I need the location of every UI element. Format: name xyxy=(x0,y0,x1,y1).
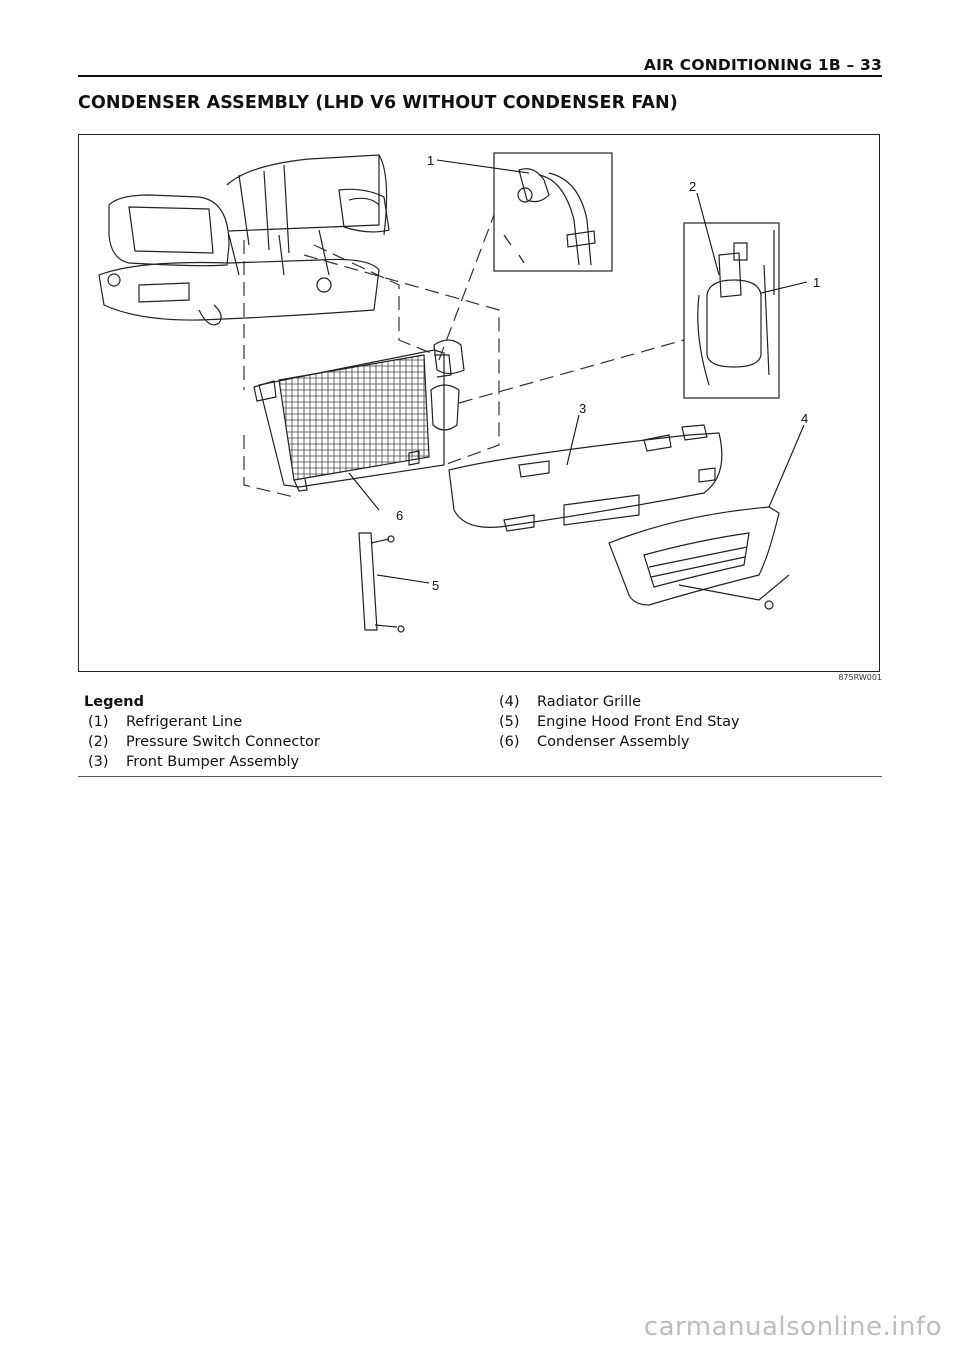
header-divider xyxy=(78,75,882,77)
bolt-drawing xyxy=(764,600,774,610)
receiver-drier-drawing xyxy=(430,339,465,431)
legend-item-label: Radiator Grille xyxy=(537,694,642,710)
legend-item-label: Front Bumper Assembly xyxy=(126,754,300,770)
legend-left-column: Legend (1) Refrigerant Line (2) Pressure… xyxy=(84,692,320,772)
legend-item-number: (2) xyxy=(88,734,109,750)
legend-item: (6) Condenser Assembly xyxy=(499,732,740,752)
front-bumper-drawing xyxy=(448,424,723,532)
callout-3: 3 xyxy=(579,401,586,416)
legend-item: (5) Engine Hood Front End Stay xyxy=(499,712,740,732)
detail-inset-pressure-switch xyxy=(683,222,780,399)
legend-item-label: Refrigerant Line xyxy=(126,714,243,730)
section-title: CONDENSER ASSEMBLY (LHD V6 WITHOUT CONDE… xyxy=(78,93,678,113)
legend-item: (3) Front Bumper Assembly xyxy=(84,752,320,772)
legend-item-label: Engine Hood Front End Stay xyxy=(537,714,740,730)
legend-item: (4) Radiator Grille xyxy=(499,692,740,712)
watermark: carmanualsonline.info xyxy=(643,1312,942,1342)
legend-item-number: (6) xyxy=(499,734,520,750)
condenser-assembly-illustration: 1 2 1 3 4 6 5 xyxy=(98,152,820,633)
hood-stay-drawing xyxy=(358,532,405,633)
legend-heading: Legend xyxy=(84,694,144,710)
legend-item-number: (1) xyxy=(88,714,109,730)
callout-2: 2 xyxy=(689,179,696,194)
figure-code: 875RW001 xyxy=(838,673,882,682)
callout-6: 6 xyxy=(396,508,403,523)
radiator-grille-drawing xyxy=(608,506,790,606)
legend-item-label: Condenser Assembly xyxy=(537,734,690,750)
callout-1-right: 1 xyxy=(813,275,820,290)
callout-5: 5 xyxy=(432,578,439,593)
legend-item-number: (5) xyxy=(499,714,520,730)
page-header-title: AIR CONDITIONING 1B – 33 xyxy=(643,56,882,74)
callout-4: 4 xyxy=(801,411,808,426)
legend-item-number: (4) xyxy=(499,694,520,710)
condenser-drawing xyxy=(253,349,452,492)
legend-right-column: (4) Radiator Grille (5) Engine Hood Fron… xyxy=(499,692,740,752)
legend-item: (2) Pressure Switch Connector xyxy=(84,732,320,752)
legend-item: (1) Refrigerant Line xyxy=(84,712,320,732)
legend-item-label: Pressure Switch Connector xyxy=(126,734,320,750)
exploded-view-figure: 1 2 1 3 4 6 5 xyxy=(78,134,880,672)
detail-inset-refrigerant-line xyxy=(493,152,613,272)
callout-1-top: 1 xyxy=(427,153,434,168)
legend-item-number: (3) xyxy=(88,754,109,770)
vehicle-front-drawing xyxy=(98,154,390,326)
legend-divider xyxy=(78,776,882,777)
